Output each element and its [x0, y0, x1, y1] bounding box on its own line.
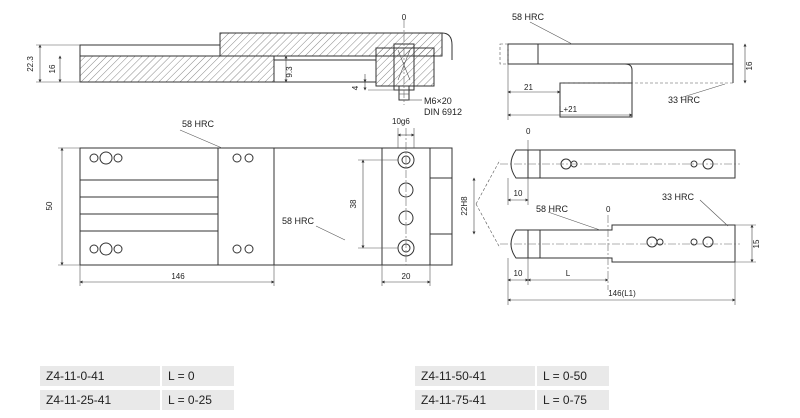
table-row: Z4-11-50-41 L = 0-50: [415, 366, 609, 390]
plan-view: [58, 128, 501, 286]
label-33hrc-top: 33 HRC: [668, 95, 701, 105]
dim-22-3: 22.3: [26, 56, 35, 72]
dim-4: 4: [351, 85, 360, 90]
section-view: [36, 20, 453, 105]
label-33hrc-side: 33 HRC: [662, 192, 695, 202]
dim-50: 50: [45, 201, 54, 210]
side-detail-view: [499, 21, 747, 120]
dim-9-3: 9.3: [285, 66, 294, 78]
label-58hrc-side: 58 HRC: [536, 204, 569, 214]
dim-l-plus-21: L+21: [559, 105, 578, 114]
variant-code: Z4-11-50-41: [415, 366, 536, 390]
lower-arm-hatched: [79, 55, 275, 83]
dim-22h8: 22H8: [460, 196, 469, 216]
label-zero-top: 0: [402, 13, 407, 22]
table-row: Z4-11-0-41 L = 0: [40, 366, 234, 390]
upper-arm-plain: [79, 44, 221, 57]
variant-table-right: Z4-11-50-41 L = 0-50 Z4-11-75-41 L = 0-7…: [415, 366, 609, 414]
plan-outline: [79, 147, 453, 266]
label-zero-side-top: 0: [526, 127, 531, 136]
variant-code: Z4-11-0-41: [40, 366, 161, 390]
label-screw-size: M6×20: [424, 96, 452, 106]
dim-146-l1: 146(L1): [608, 289, 636, 298]
variant-length: L = 0: [160, 366, 234, 390]
variant-table-left: Z4-11-0-41 L = 0 Z4-11-25-41 L = 0-25: [40, 366, 234, 414]
dim-21: 21: [524, 83, 533, 92]
table-row: Z4-11-75-41 L = 0-75: [415, 388, 609, 414]
table-row: Z4-11-25-41 L = 0-25: [40, 388, 234, 414]
variant-code: Z4-11-75-41: [415, 388, 536, 414]
label-58hrc-top: 58 HRC: [512, 12, 545, 22]
variant-length: L = 0-75: [535, 388, 609, 414]
variant-length: L = 0-25: [160, 388, 234, 414]
dim-38: 38: [349, 199, 358, 208]
label-screw-standard: DIN 6912: [424, 107, 462, 117]
label-58hrc-plan-center: 58 HRC: [282, 216, 315, 226]
variant-code: Z4-11-25-41: [40, 388, 161, 414]
dim-16-right: 16: [745, 61, 754, 70]
dim-20: 20: [402, 272, 411, 281]
label-zero-side-bottom: 0: [606, 205, 611, 214]
dim-10-b: 10: [514, 269, 523, 278]
dim-10g6: 10g6: [392, 117, 410, 126]
dim-15: 15: [752, 239, 761, 248]
dim-10-a: 10: [514, 189, 523, 198]
label-58hrc-plan: 58 HRC: [182, 119, 215, 129]
dim-l: L: [566, 269, 571, 278]
variant-length: L = 0-50: [535, 366, 609, 390]
dim-146: 146: [171, 272, 185, 281]
dim-16-left: 16: [48, 64, 57, 73]
jaw-detail-view: [500, 140, 756, 305]
